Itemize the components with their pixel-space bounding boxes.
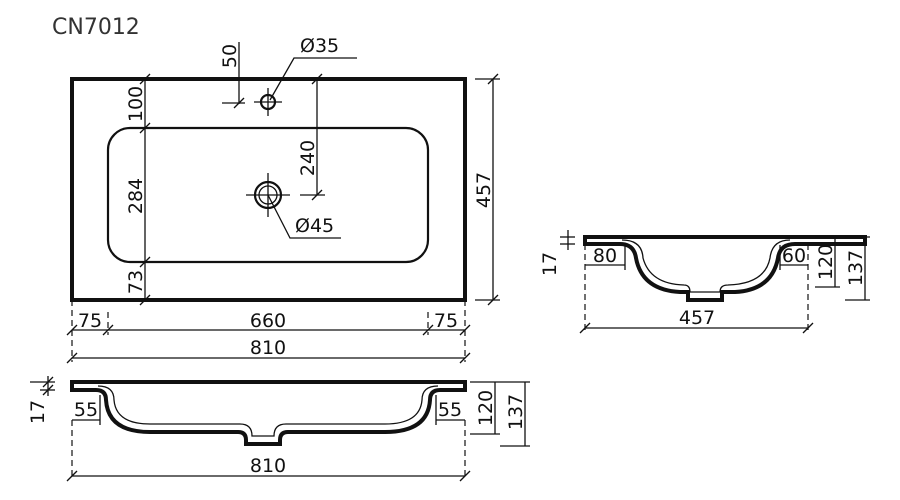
dim-side-back-rim: 80 [593, 245, 617, 267]
dim-side-front-rim: 60 [782, 245, 806, 267]
dim-overall-width: 810 [250, 337, 286, 359]
dim-front-overall-width: 810 [250, 455, 286, 477]
countertop-outline [70, 77, 467, 302]
dim-front-inner-height: 120 [475, 390, 497, 426]
dim-rim-left: 75 [78, 310, 102, 332]
dim-drain-offset: 240 [297, 140, 319, 176]
dim-side-overall-height: 137 [845, 250, 867, 286]
dim-front-right-rim: 55 [438, 399, 462, 421]
dim-rim-right: 75 [434, 310, 458, 332]
dim-side-inner-height: 120 [815, 244, 837, 280]
basin-outline [106, 126, 430, 264]
model-title: CN7012 [52, 15, 140, 40]
dim-front-left-rim: 55 [74, 399, 98, 421]
dim-basin-width: 660 [250, 310, 286, 332]
side-section-view: 17 80 60 120 137 457 [539, 230, 870, 334]
dim-side-flange: 17 [539, 252, 561, 276]
dim-tap-offset: 50 [219, 44, 241, 68]
dim-tap-diameter: Ø35 [300, 35, 339, 57]
dim-rim-front: 73 [125, 270, 147, 294]
dim-side-overall-depth: 457 [679, 307, 715, 329]
dim-rim-back: 100 [125, 86, 147, 122]
dim-basin-depth: 284 [125, 178, 147, 214]
top-view: 100 284 73 50 Ø35 240 Ø45 457 75 660 75 … [66, 35, 500, 364]
front-section-view: 17 55 55 120 137 810 [27, 376, 530, 482]
tap-hole [254, 88, 282, 116]
dim-front-flange: 17 [27, 400, 49, 424]
dim-front-overall-height: 137 [505, 394, 527, 430]
dim-drain-diameter: Ø45 [295, 215, 334, 237]
dim-overall-depth: 457 [473, 172, 495, 208]
